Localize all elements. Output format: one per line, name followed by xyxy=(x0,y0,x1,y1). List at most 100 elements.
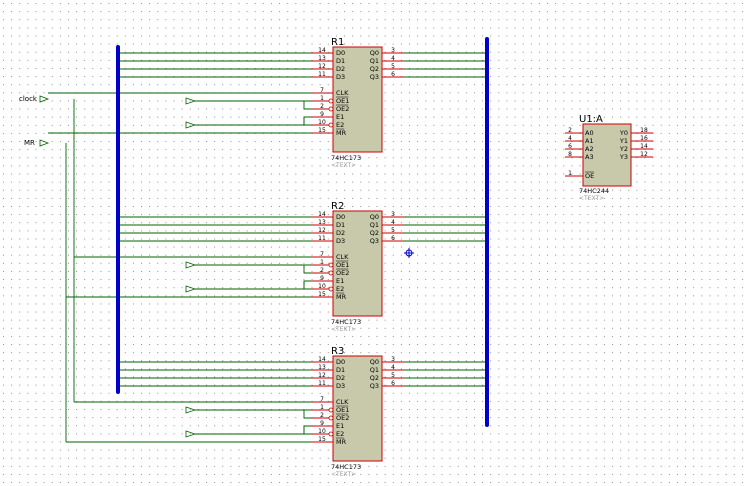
pin-name: E2 xyxy=(336,285,344,293)
pin-number: 2 xyxy=(568,127,572,134)
pin-number: 12 xyxy=(640,151,648,158)
pin-number: 14 xyxy=(318,211,326,218)
register-body[interactable] xyxy=(332,210,383,317)
pin-name: OE1 xyxy=(336,406,349,414)
pin-name: A3 xyxy=(585,153,594,161)
pin-number: 6 xyxy=(391,235,395,242)
pin-number: 6 xyxy=(568,143,572,150)
pin-name: OE1 xyxy=(336,97,349,105)
decoder-ref-label: U1:A xyxy=(579,114,603,125)
pin-number: 4 xyxy=(568,135,572,142)
pin-number: 8 xyxy=(568,151,572,158)
net-label-mr[interactable]: MR xyxy=(24,139,50,147)
pin-inversion-bubble xyxy=(328,270,334,276)
net-terminal-mr xyxy=(39,139,50,147)
pin-number: 13 xyxy=(318,219,326,226)
pin-number: 14 xyxy=(318,356,326,363)
pin-number: 9 xyxy=(320,420,324,427)
register-body[interactable] xyxy=(332,355,383,462)
pin-inversion-bubble xyxy=(328,415,334,421)
register-body[interactable] xyxy=(332,46,383,153)
pin-name: OE1 xyxy=(336,261,349,269)
pin-number: 10 xyxy=(318,428,326,435)
net-terminal-clock xyxy=(39,95,50,103)
pin-name: D1 xyxy=(336,57,345,65)
pin-name: D0 xyxy=(336,213,345,221)
pin-name: D3 xyxy=(336,382,345,390)
crosshair-icon[interactable] xyxy=(404,248,414,258)
pin-inversion-bubble xyxy=(328,122,334,128)
pin-name: OE xyxy=(585,172,594,180)
bus-layer xyxy=(116,37,489,427)
register-part-label: 74HC173 xyxy=(331,154,361,162)
pin-name: Q2 xyxy=(370,374,379,382)
pin-name: D1 xyxy=(336,221,345,229)
register-part-label: 74HC173 xyxy=(331,318,361,326)
register-text-placeholder: <TEXT> xyxy=(331,162,356,169)
net-label-clock[interactable]: clock xyxy=(19,95,50,103)
pin-name: Q1 xyxy=(370,57,379,65)
pin-number: 6 xyxy=(391,380,395,387)
pin-name: Q3 xyxy=(370,237,379,245)
pin-name: Q0 xyxy=(370,358,379,366)
pin-name: D2 xyxy=(336,65,345,73)
pin-number: 2 xyxy=(320,412,324,419)
pin-number: 7 xyxy=(320,251,324,258)
buffer-icon xyxy=(185,285,197,293)
pin-inversion-bubble xyxy=(328,431,334,437)
pin-name: D0 xyxy=(336,49,345,57)
pin-number: 5 xyxy=(391,227,395,234)
pin-name: Y2 xyxy=(619,145,628,153)
pin-name: D2 xyxy=(336,229,345,237)
pin-number: 1 xyxy=(568,170,572,177)
pin-number: 10 xyxy=(318,283,326,290)
wire-layer xyxy=(48,52,487,443)
pin-number: 15 xyxy=(318,291,326,298)
pin-name: CLK xyxy=(336,89,349,97)
pin-name: E2 xyxy=(336,121,344,129)
pin-name: CLK xyxy=(336,253,349,261)
pin-number: 5 xyxy=(391,63,395,70)
pin-number: 16 xyxy=(640,135,648,142)
pin-number: 9 xyxy=(320,111,324,118)
pin-inversion-bubble xyxy=(328,262,334,268)
net-label-mr-text: MR xyxy=(24,139,35,147)
pin-number: 3 xyxy=(391,211,395,218)
decoder-part-label: 74HC244 xyxy=(579,187,609,195)
pin-number: 13 xyxy=(318,364,326,371)
decoder-body[interactable] xyxy=(582,123,632,187)
pin-number: 14 xyxy=(640,143,648,150)
pin-name: MR xyxy=(336,293,347,301)
pin-name: D1 xyxy=(336,366,345,374)
pin-number: 2 xyxy=(320,103,324,110)
pin-name: D3 xyxy=(336,237,345,245)
pin-name: Y0 xyxy=(619,129,628,137)
pin-number: 6 xyxy=(391,71,395,78)
pin-name: Y3 xyxy=(619,153,628,161)
pin-number: 12 xyxy=(318,63,326,70)
pin-number: 1 xyxy=(320,404,324,411)
pin-number: 7 xyxy=(320,87,324,94)
pin-name: E1 xyxy=(336,113,344,121)
pin-name: Q3 xyxy=(370,382,379,390)
pin-number: 15 xyxy=(318,436,326,443)
pin-number: 11 xyxy=(318,380,326,387)
pin-name: Q1 xyxy=(370,221,379,229)
enable-wire xyxy=(303,117,311,126)
pin-inversion-bubble xyxy=(328,106,334,112)
enable-wire xyxy=(303,410,311,419)
pin-name: E2 xyxy=(336,430,344,438)
pin-name: Q2 xyxy=(370,65,379,73)
register-ref-label: R1 xyxy=(331,37,344,48)
pin-name: E1 xyxy=(336,422,344,430)
pin-number: 4 xyxy=(391,364,395,371)
pin-number: 4 xyxy=(391,55,395,62)
pin-number: 3 xyxy=(391,356,395,363)
pin-number: 9 xyxy=(320,275,324,282)
